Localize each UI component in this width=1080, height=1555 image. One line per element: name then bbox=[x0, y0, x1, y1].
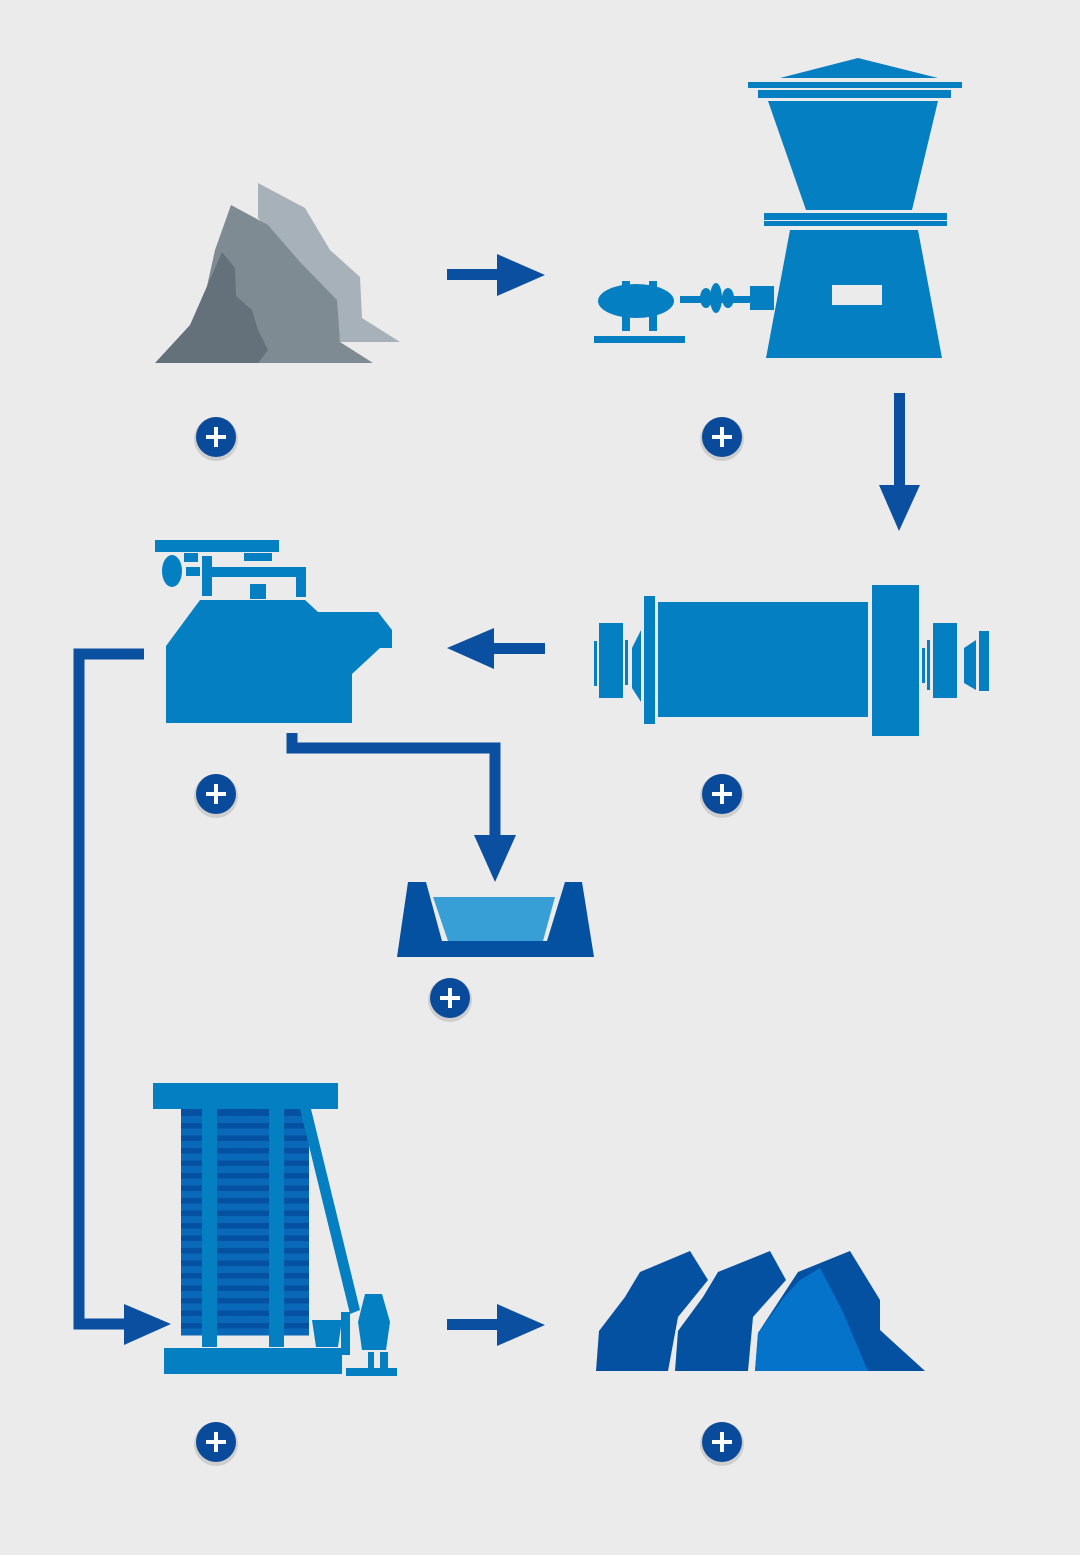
ball-mill-icon bbox=[594, 585, 989, 736]
filter-plate bbox=[181, 1316, 309, 1323]
tailings-pond-expand-button[interactable] bbox=[428, 978, 472, 1022]
plus-icon bbox=[206, 427, 226, 447]
plus-icon bbox=[712, 427, 732, 447]
filter-plate bbox=[181, 1216, 309, 1223]
filter-plate bbox=[181, 1241, 309, 1248]
crusher-expand-button[interactable] bbox=[700, 417, 744, 461]
arrow-mill-to-flotation bbox=[447, 628, 545, 669]
arrow-ore-to-crusher bbox=[447, 254, 545, 296]
arrow-flotation-to-tailings bbox=[286, 733, 516, 882]
concentrate-icon bbox=[596, 1251, 925, 1371]
raw-ore-expand-button[interactable] bbox=[194, 417, 238, 461]
plus-icon bbox=[712, 1432, 732, 1452]
tailings-pond-icon bbox=[397, 882, 594, 957]
filter-press-expand-button[interactable] bbox=[194, 1422, 238, 1466]
flotation-cell-expand-button[interactable] bbox=[194, 774, 238, 818]
filter-plate bbox=[181, 1203, 309, 1211]
filter-plate bbox=[181, 1328, 309, 1336]
filter-plate bbox=[181, 1166, 309, 1173]
filter-plate bbox=[181, 1116, 309, 1123]
filter-plate bbox=[181, 1278, 309, 1286]
filter-plate bbox=[181, 1228, 309, 1236]
arrow-filter-to-concentrate bbox=[447, 1304, 545, 1346]
filter-plate bbox=[181, 1266, 309, 1273]
plus-icon bbox=[206, 784, 226, 804]
arrow-crusher-to-mill bbox=[879, 393, 920, 531]
ball-mill-expand-button[interactable] bbox=[700, 774, 744, 818]
filter-plate bbox=[181, 1141, 309, 1148]
arrow-flotation-to-filter bbox=[73, 648, 171, 1345]
plus-icon bbox=[712, 784, 732, 804]
crusher-icon bbox=[594, 58, 962, 358]
filter-plate bbox=[181, 1303, 309, 1311]
filter-plate bbox=[181, 1191, 309, 1198]
filter-plate bbox=[181, 1153, 309, 1161]
filter-plate bbox=[181, 1178, 309, 1186]
filter-plate bbox=[181, 1128, 309, 1136]
plus-icon bbox=[440, 988, 460, 1008]
concentrate-expand-button[interactable] bbox=[700, 1422, 744, 1466]
filter-press-icon bbox=[153, 1083, 397, 1376]
raw-ore-icon bbox=[155, 183, 400, 363]
filter-plate bbox=[181, 1291, 309, 1298]
plus-icon bbox=[206, 1432, 226, 1452]
filter-plate bbox=[181, 1253, 309, 1261]
flotation-cell-icon bbox=[155, 540, 392, 723]
